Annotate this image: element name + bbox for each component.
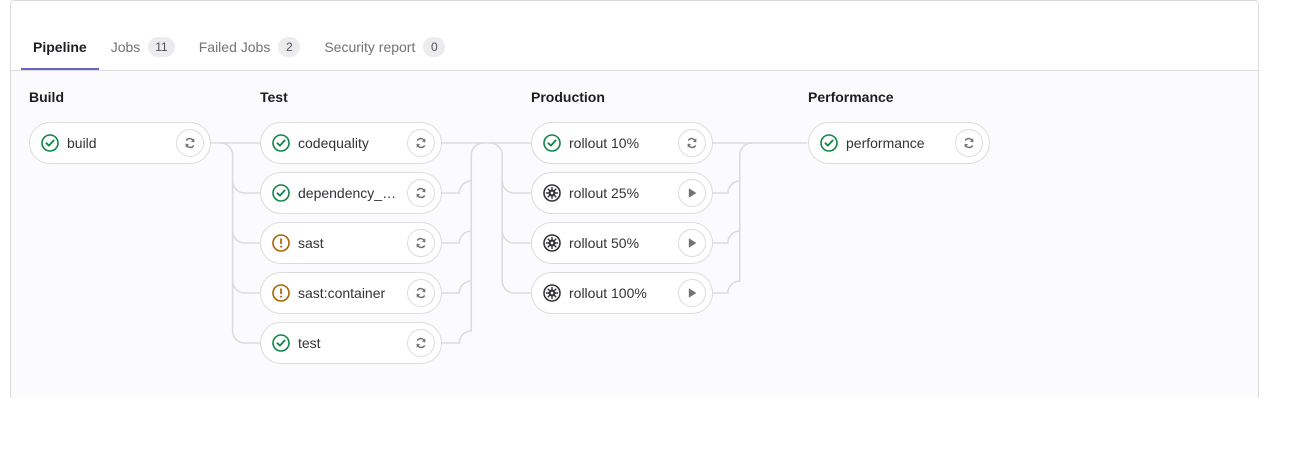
- job-status-success-icon: [41, 134, 59, 152]
- job-status-success-icon: [272, 334, 290, 352]
- tab-label: Jobs: [110, 39, 141, 55]
- pipeline-connector: [501, 180, 531, 194]
- pipeline-connector: [219, 142, 261, 344]
- retry-icon: [964, 137, 974, 149]
- pipeline-job[interactable]: sast:container: [260, 272, 442, 314]
- pipeline-connector: [440, 280, 473, 294]
- pipeline-connector: [501, 230, 531, 244]
- play-job-button[interactable]: [678, 279, 706, 307]
- job-name: codequality: [298, 135, 369, 151]
- tab-label: Security report: [324, 39, 416, 55]
- pipeline-job[interactable]: build: [29, 122, 211, 164]
- job-name: performance: [846, 135, 925, 151]
- tab-pipeline[interactable]: Pipeline: [21, 24, 99, 70]
- pipeline-job[interactable]: codequality: [260, 122, 442, 164]
- tab-failed-jobs[interactable]: Failed Jobs 2: [187, 24, 313, 70]
- retry-job-button[interactable]: [407, 229, 435, 257]
- tab-label: Pipeline: [33, 39, 87, 55]
- pipeline-connector: [440, 142, 485, 344]
- job-status-success-icon: [820, 134, 838, 152]
- pipeline-connector: [711, 180, 741, 194]
- play-icon: [688, 188, 697, 198]
- job-status-success-icon: [272, 134, 290, 152]
- pipeline-connector: [231, 280, 261, 294]
- pipeline-connector: [231, 230, 261, 244]
- tab-jobs[interactable]: Jobs 11: [99, 24, 187, 70]
- stage-title: Performance: [808, 89, 894, 105]
- job-status-manual-icon: [543, 284, 561, 302]
- job-status-manual-icon: [543, 234, 561, 252]
- retry-job-button[interactable]: [407, 179, 435, 207]
- stage-job-list: codequality dependency_s…sast sast:contain…: [260, 122, 442, 372]
- stage-job-list: build: [29, 122, 211, 172]
- pipeline-connector: [231, 180, 261, 194]
- retry-job-button[interactable]: [407, 129, 435, 157]
- job-name: rollout 50%: [569, 235, 640, 251]
- retry-icon: [185, 137, 195, 149]
- pipeline-connector: [440, 180, 473, 194]
- play-icon: [688, 238, 697, 248]
- job-name: test: [298, 335, 321, 351]
- pipeline-job[interactable]: dependency_s…: [260, 172, 442, 214]
- job-status-warning-icon: [272, 284, 290, 302]
- retry-job-button[interactable]: [407, 279, 435, 307]
- retry-icon: [416, 137, 426, 149]
- pipeline-tabs: Pipeline Jobs 11 Failed Jobs 2 Security repor…: [11, 1, 1258, 71]
- retry-job-button[interactable]: [678, 129, 706, 157]
- play-job-button[interactable]: [678, 179, 706, 207]
- tab-security-report[interactable]: Security report 0: [312, 24, 457, 70]
- pipeline-card: Pipeline Jobs 11 Failed Jobs 2 Security repor…: [10, 0, 1259, 398]
- job-status-success-icon: [272, 184, 290, 202]
- pipeline-connector: [489, 142, 531, 294]
- job-name: build: [67, 135, 97, 151]
- retry-job-button[interactable]: [955, 129, 983, 157]
- stage-title: Test: [260, 89, 288, 105]
- retry-icon: [416, 187, 426, 199]
- retry-icon: [416, 287, 426, 299]
- retry-job-button[interactable]: [176, 129, 204, 157]
- retry-job-button[interactable]: [407, 329, 435, 357]
- pipeline-connector: [440, 230, 473, 244]
- pipeline-job[interactable]: performance: [808, 122, 990, 164]
- job-name: rollout 10%: [569, 135, 640, 151]
- pipeline-job[interactable]: rollout 25%: [531, 172, 713, 214]
- stage-title: Production: [531, 89, 605, 105]
- tab-count-badge: 11: [148, 37, 175, 57]
- pipeline-job[interactable]: sast: [260, 222, 442, 264]
- job-name: sast:container: [298, 285, 386, 301]
- pipeline-job[interactable]: test: [260, 322, 442, 364]
- job-name: rollout 100%: [569, 285, 647, 301]
- job-status-manual-icon: [543, 184, 561, 202]
- pipeline-job[interactable]: rollout 10%: [531, 122, 713, 164]
- job-name: sast: [298, 235, 324, 251]
- job-name: dependency_s…: [298, 185, 401, 201]
- pipeline-job[interactable]: rollout 50%: [531, 222, 713, 264]
- tab-count-badge: 0: [423, 37, 446, 57]
- pipeline-graph: Build build Test codequality dependency_s…sa…: [11, 71, 1258, 398]
- job-name: rollout 25%: [569, 185, 640, 201]
- stage-job-list: performance: [808, 122, 990, 172]
- retry-icon: [416, 237, 426, 249]
- stage-title: Build: [29, 89, 64, 105]
- pipeline-connector: [711, 142, 753, 294]
- job-status-success-icon: [543, 134, 561, 152]
- retry-icon: [687, 137, 697, 149]
- play-icon: [688, 288, 697, 298]
- play-job-button[interactable]: [678, 229, 706, 257]
- retry-icon: [416, 337, 426, 349]
- stage-job-list: rollout 10% rollout 25% rollout 50% rollout…: [531, 122, 713, 322]
- job-status-warning-icon: [272, 234, 290, 252]
- tab-label: Failed Jobs: [198, 39, 271, 55]
- tab-count-badge: 2: [278, 37, 301, 57]
- pipeline-connector: [711, 230, 741, 244]
- pipeline-job[interactable]: rollout 100%: [531, 272, 713, 314]
